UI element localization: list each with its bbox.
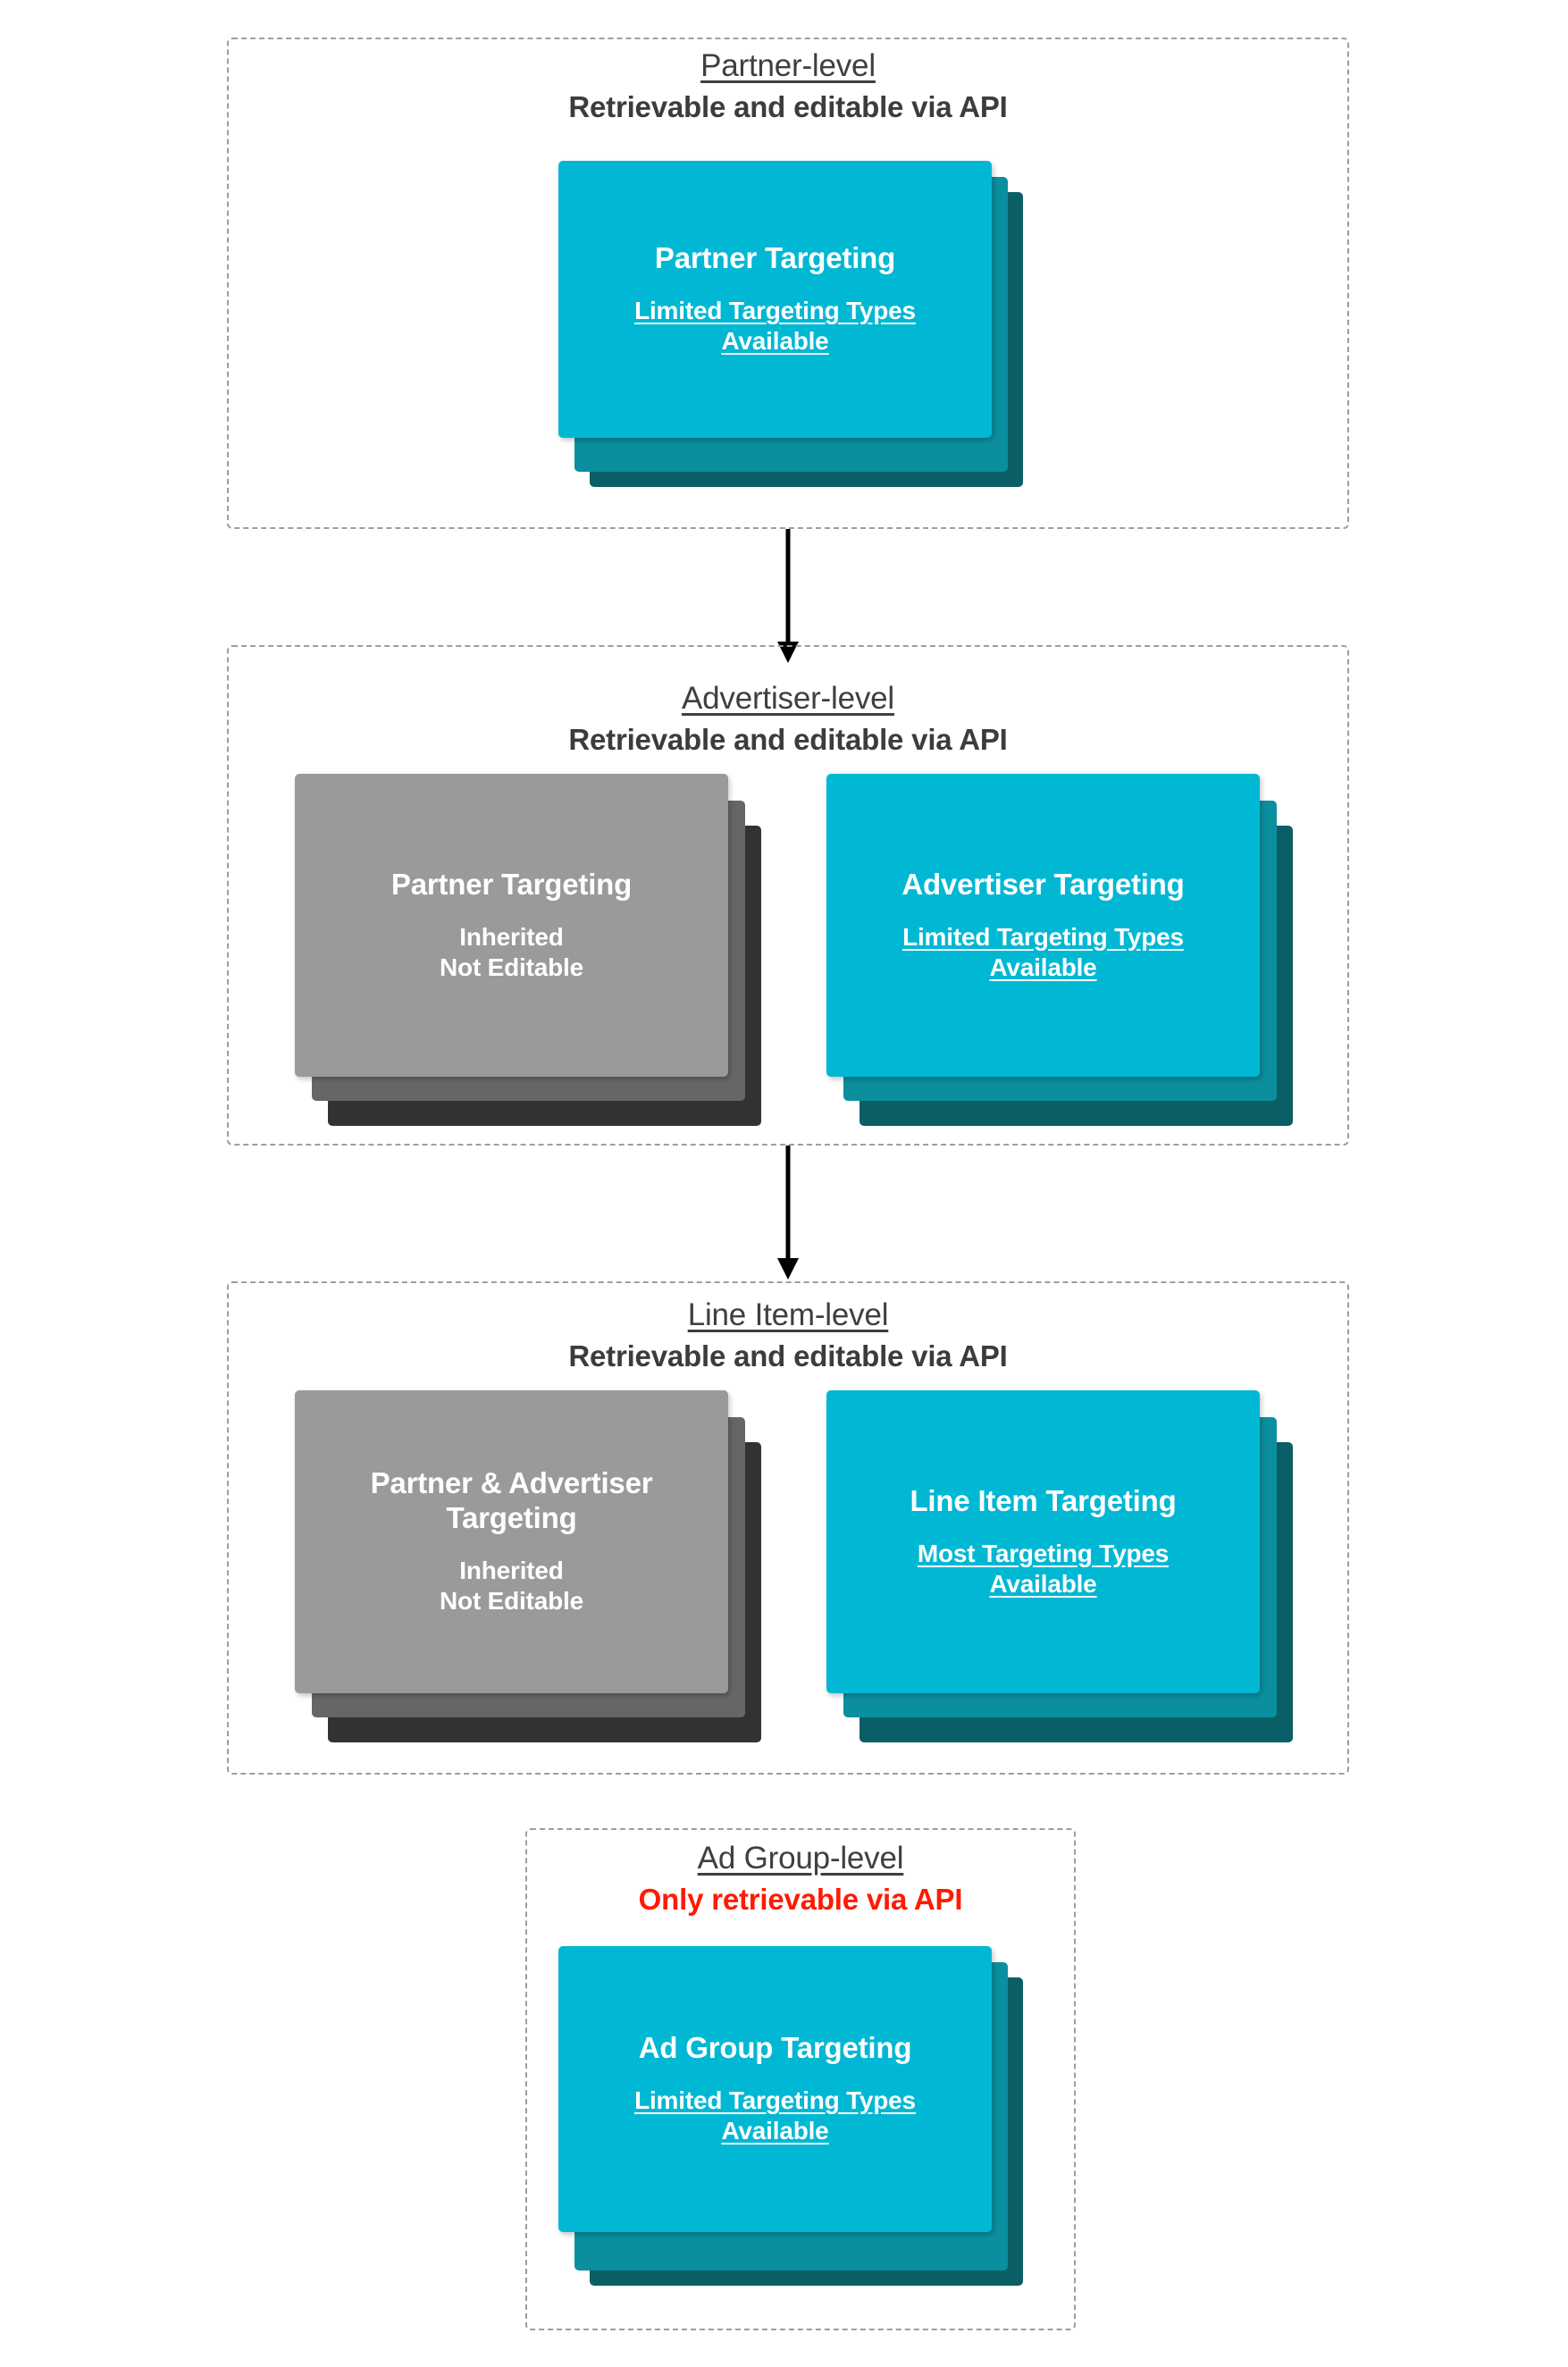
level-box-ad-group xyxy=(525,1828,1076,2330)
card-note: Limited Targeting Types Available xyxy=(634,297,916,356)
card-advertiser-targeting[interactable]: Advertiser Targeting Limited Targeting T… xyxy=(826,774,1260,1077)
level-box-advertiser xyxy=(227,645,1349,1146)
card-title: Partner Targeting xyxy=(654,241,896,275)
card-note: Inherited Not Editable xyxy=(440,1557,583,1616)
card-title: Line Item Targeting xyxy=(910,1483,1177,1517)
connector-partner-to-advertiser xyxy=(767,529,809,665)
card-title: Partner Targeting xyxy=(390,867,633,901)
arrow-down-icon xyxy=(777,1146,799,1280)
card-line-item-targeting[interactable]: Line Item Targeting Most Targeting Types… xyxy=(826,1390,1260,1693)
card-stack-line-item-inherited[interactable]: Partner & Advertiser Targeting Inherited… xyxy=(295,1390,767,1742)
card-note: Most Targeting Types Available xyxy=(917,1539,1170,1598)
card-note: Limited Targeting Types Available xyxy=(634,2086,916,2145)
card-note: Inherited Not Editable xyxy=(440,922,583,981)
level-box-line-item xyxy=(227,1281,1349,1775)
arrow-down-icon xyxy=(777,529,799,663)
card-stack-line-item-targeting[interactable]: Line Item Targeting Most Targeting Types… xyxy=(826,1390,1298,1742)
card-stack-partner-targeting[interactable]: Partner Targeting Limited Targeting Type… xyxy=(558,161,1023,487)
card-stack-ad-group-targeting[interactable]: Ad Group Targeting Limited Targeting Typ… xyxy=(558,1946,1023,2290)
connector-advertiser-to-line-item xyxy=(767,1146,809,1281)
card-title: Partner & Advertiser Targeting xyxy=(370,1466,653,1535)
card-inherited-partner-targeting[interactable]: Partner Targeting Inherited Not Editable xyxy=(295,774,728,1077)
card-note: Limited Targeting Types Available xyxy=(902,922,1184,981)
card-title: Advertiser Targeting xyxy=(901,867,1185,901)
card-partner-targeting[interactable]: Partner Targeting Limited Targeting Type… xyxy=(558,161,992,438)
level-box-partner xyxy=(227,38,1349,529)
card-title: Ad Group Targeting xyxy=(638,2031,912,2065)
card-stack-advertiser-inherited[interactable]: Partner Targeting Inherited Not Editable xyxy=(295,774,767,1126)
card-stack-advertiser-targeting[interactable]: Advertiser Targeting Limited Targeting T… xyxy=(826,774,1298,1126)
card-inherited-partner-advertiser-targeting[interactable]: Partner & Advertiser Targeting Inherited… xyxy=(295,1390,728,1693)
card-ad-group-targeting[interactable]: Ad Group Targeting Limited Targeting Typ… xyxy=(558,1946,992,2232)
